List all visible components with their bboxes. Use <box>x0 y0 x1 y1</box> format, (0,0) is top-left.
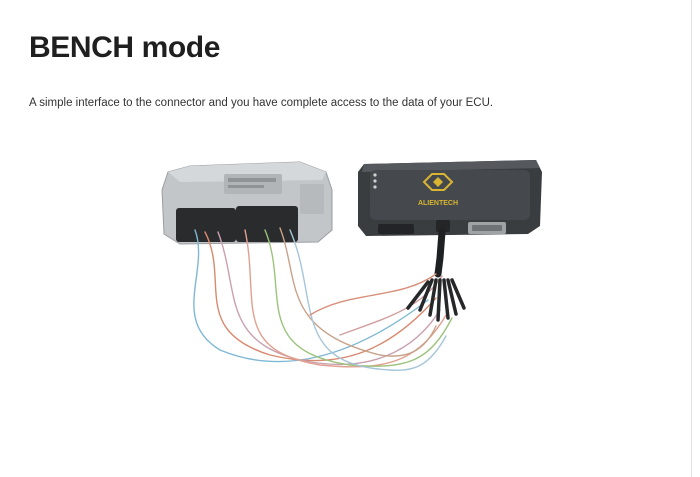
page-edge-divider <box>691 0 692 477</box>
page-description: A simple interface to the connector and … <box>29 97 494 109</box>
product-photo: ALIENTECH <box>161 160 542 372</box>
interface-box: ALIENTECH <box>358 160 542 236</box>
wire-harness <box>193 227 453 372</box>
page-title: BENCH mode <box>29 31 221 64</box>
ecu-unit <box>161 161 333 245</box>
brand-label: ALIENTECH <box>418 200 458 207</box>
wire-connectors <box>406 278 466 322</box>
